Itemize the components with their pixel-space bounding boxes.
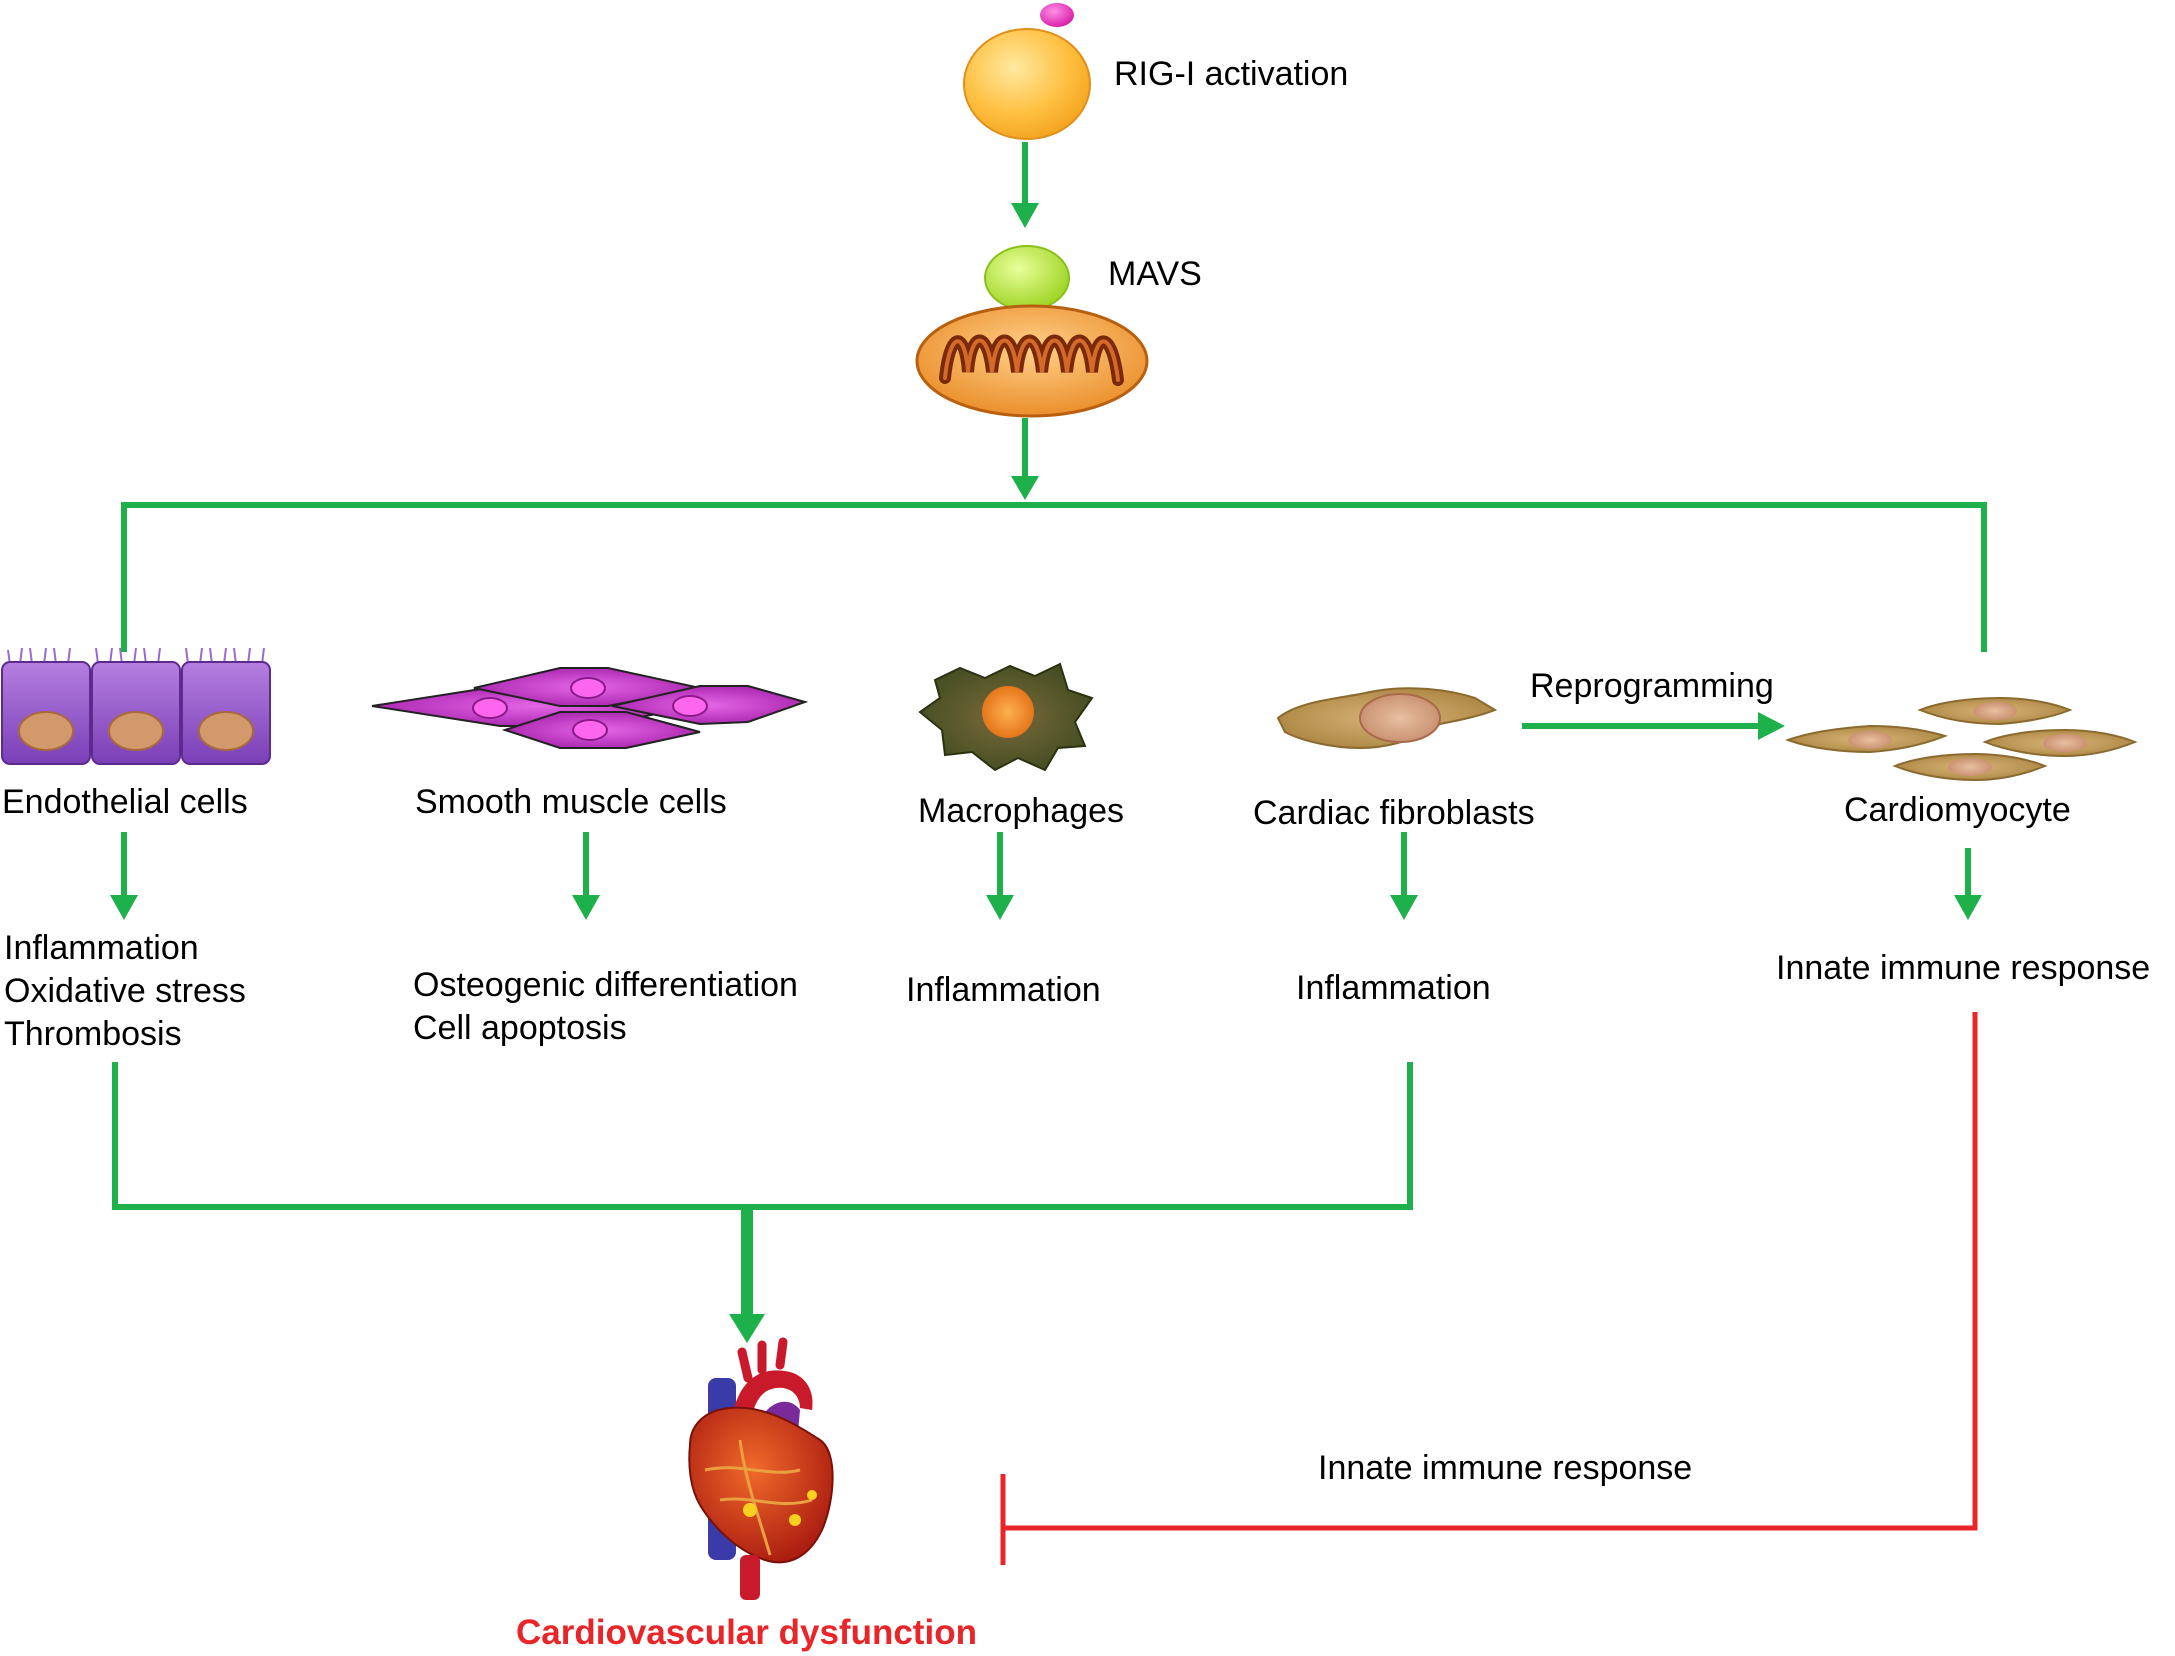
arrow-fibroblasts xyxy=(1390,832,1418,920)
arrow-smooth-muscle xyxy=(572,832,600,920)
cardiomyocyte-effects: Innate immune response xyxy=(1776,949,2151,987)
arrow-endothelial xyxy=(110,832,138,920)
arrow-mavs-to-cells xyxy=(1011,418,1039,500)
macrophages-effects: Inflammation xyxy=(906,971,1101,1009)
fibroblasts-label: Cardiac fibroblasts xyxy=(1253,794,1535,832)
branch-connector xyxy=(121,502,1987,652)
smooth-muscle-label: Smooth muscle cells xyxy=(415,783,727,821)
arrow-to-heart xyxy=(729,1207,765,1343)
reprogramming-arrow xyxy=(1522,712,1785,740)
merge-connector xyxy=(112,1062,1413,1210)
fibroblasts-effects: Inflammation xyxy=(1296,969,1491,1007)
endothelial-cells-icon xyxy=(1,647,271,765)
heart-icon xyxy=(688,1337,834,1600)
reprogramming-label: Reprogramming xyxy=(1530,667,1774,705)
mavs-label: MAVS xyxy=(1108,255,1202,293)
outcome-label: Cardiovascular dysfunction xyxy=(516,1613,977,1652)
mitochondrion-icon xyxy=(915,304,1149,418)
mavs-protein-icon xyxy=(984,245,1070,311)
endothelial-label: Endothelial cells xyxy=(2,783,248,821)
arrow-cardiomyocyte xyxy=(1954,848,1982,920)
endothelial-effects: Inflammation Oxidative stress Thrombosis xyxy=(4,929,246,1053)
rig-i-label: RIG-I activation xyxy=(1114,55,1349,93)
rig-i-protein-icon xyxy=(963,3,1091,140)
inhibition-label: Innate immune response xyxy=(1318,1449,1693,1487)
smooth-muscle-cells-icon xyxy=(371,667,809,749)
smooth-muscle-effects: Osteogenic differentiation Cell apoptosi… xyxy=(413,966,798,1047)
cardiomyocyte-label: Cardiomyocyte xyxy=(1844,791,2071,829)
macrophage-icon xyxy=(918,662,1094,772)
arrow-macrophages xyxy=(986,832,1014,920)
cardiomyocytes-icon xyxy=(1785,696,2138,782)
arrow-rig-to-mavs xyxy=(1011,142,1039,228)
cardiac-fibroblast-icon xyxy=(1276,687,1498,750)
macrophages-label: Macrophages xyxy=(918,792,1125,830)
inhibition-line xyxy=(1000,1012,1978,1565)
